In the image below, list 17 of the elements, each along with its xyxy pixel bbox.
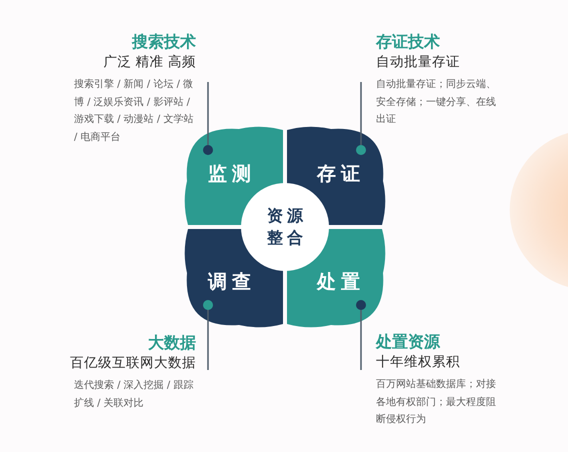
quadrant-label: 监测 (208, 162, 256, 186)
center-label: 资源整合 (266, 205, 308, 249)
section-title: 处置资源 (376, 332, 440, 352)
description-text: 搜索引擎 / 新闻 / 论坛 / 微博 / 泛娱乐资讯 / 影评站 / 游戏下载 / 动漫站 / 文学站 / 电商平台 (74, 78, 194, 144)
description-text: 迭代搜索 / 深入挖掘 / 跟踪扩线 / 关联对比 (74, 378, 194, 410)
section-title: 存证技术 (376, 32, 440, 52)
section-title: 搜索技术 (132, 32, 196, 52)
subtitle: 十年维权累积 (376, 353, 460, 372)
description-text: 百万网站基础数据库；对接各地有权部门；最大程度阻断侵权行为 (376, 378, 497, 427)
subtitle: 百亿级互联网大数据 (70, 354, 196, 373)
subtitle: 自动批量存证 (376, 53, 460, 72)
description-text: 自动批量存证；同步云端、安全存储；一键分享、在线出证 (376, 78, 497, 127)
quadrant-label: 存证 (317, 162, 365, 186)
section-title: 大数据 (148, 333, 196, 353)
subtitle: 广泛 精准 高频 (103, 53, 196, 72)
quadrant-label: 处置 (317, 270, 365, 294)
quadrant-label: 调查 (208, 270, 256, 294)
